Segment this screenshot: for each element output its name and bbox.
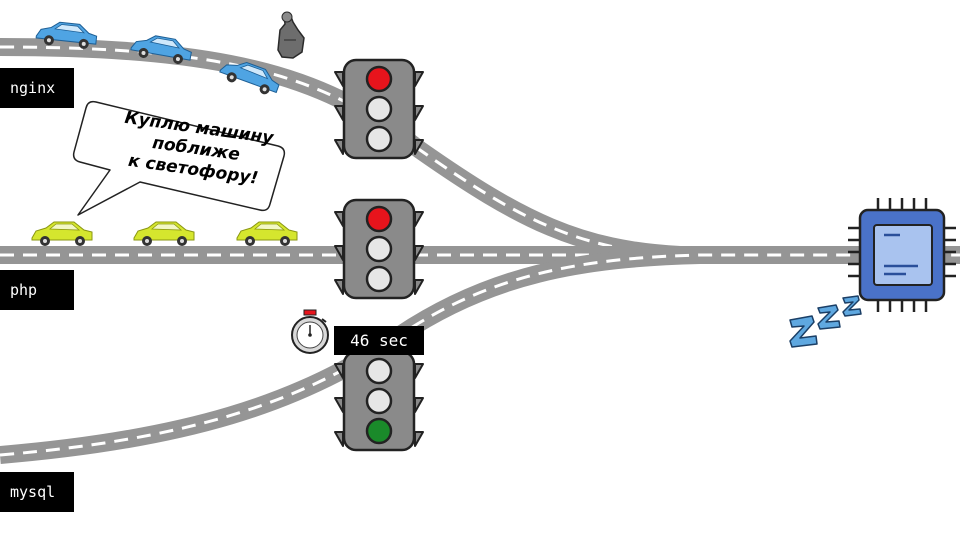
lane-label-mysql: mysql: [0, 472, 74, 512]
roads: [0, 38, 960, 464]
traffic-light-wing: [334, 139, 344, 155]
cpu-icon: [848, 198, 956, 312]
traffic-light-lamp-off: [365, 235, 393, 263]
car-icon: [133, 221, 195, 246]
sleep-icon: [789, 295, 862, 348]
traffic-light-wing: [414, 71, 424, 87]
traffic-light-wing: [334, 71, 344, 87]
traffic-light-nginx: [334, 58, 424, 160]
traffic-light-wing: [334, 397, 344, 413]
timer-label: 46 sec: [334, 326, 424, 355]
traffic-light-wing: [334, 105, 344, 121]
traffic-light-wing: [334, 211, 344, 227]
traffic-light-wing: [334, 431, 344, 447]
traffic-light-wing: [414, 397, 424, 413]
traffic-light-lamp-off: [365, 387, 393, 415]
traffic-light-php: [334, 198, 424, 300]
hand-icon: [277, 11, 305, 59]
traffic-light-lamp-red: [365, 205, 393, 233]
traffic-light-wing: [414, 431, 424, 447]
traffic-light-lamp-off: [365, 265, 393, 293]
road-mysql: [0, 246, 960, 464]
car-icon: [130, 35, 192, 65]
traffic-light-mysql: [334, 350, 424, 452]
lane-label-php: php: [0, 270, 74, 310]
traffic-light-lamp-off: [365, 357, 393, 385]
car-icon: [35, 21, 98, 49]
lane-label-nginx: nginx: [0, 68, 74, 108]
traffic-light-wing: [414, 105, 424, 121]
traffic-light-lamp-off: [365, 95, 393, 123]
traffic-light-lamp-red: [365, 65, 393, 93]
traffic-light-lamp-green: [365, 417, 393, 445]
traffic-light-wing: [414, 363, 424, 379]
speech-bubble: [72, 100, 286, 216]
traffic-light-lamp-off: [365, 125, 393, 153]
traffic-light-wing: [414, 211, 424, 227]
car-icon: [236, 221, 298, 246]
stopwatch-icon: [291, 309, 329, 354]
car-icon: [31, 221, 93, 246]
traffic-light-wing: [414, 279, 424, 295]
car-icon: [219, 61, 280, 95]
traffic-light-wing: [334, 279, 344, 295]
